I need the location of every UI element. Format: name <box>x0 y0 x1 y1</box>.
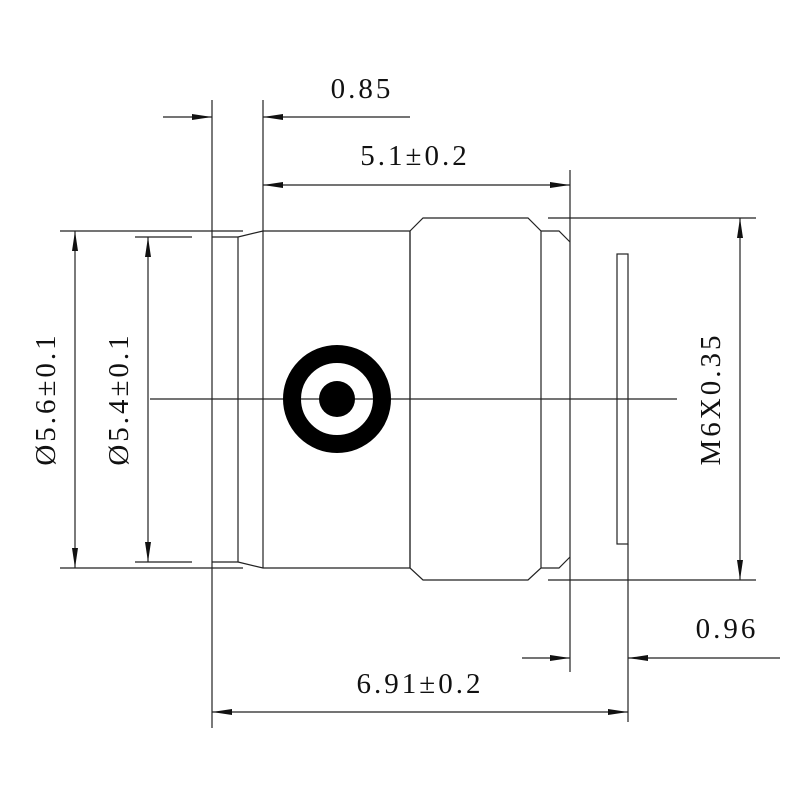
dim-body-length: 5.1±0.2 <box>360 140 469 172</box>
dim-total-length: 6.91±0.2 <box>357 668 484 700</box>
dim-inner-diameter: Ø5.4±0.1 <box>103 332 135 465</box>
dim-outer-diameter: Ø5.6±0.1 <box>30 332 62 465</box>
extension-lines <box>60 100 756 728</box>
dim-thread-offset: 0.96 <box>696 613 759 645</box>
dimension-lines <box>72 114 780 715</box>
dim-thread-spec: M6X0.35 <box>695 333 727 466</box>
part-outline <box>150 217 677 581</box>
target-symbol-icon <box>283 345 391 453</box>
dim-flange-width: 0.85 <box>331 73 394 105</box>
